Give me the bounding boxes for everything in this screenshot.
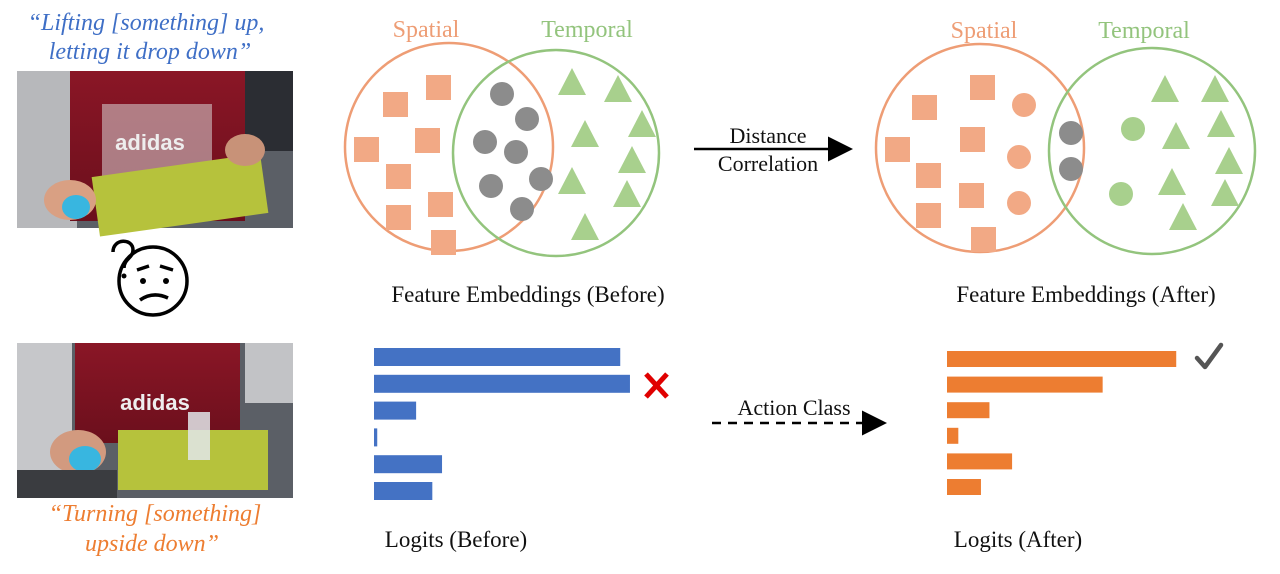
temporal-circle-after [1047,46,1257,256]
confused-face-icon [111,239,189,317]
logit-after-bar-5 [947,453,1013,470]
venn-after: Spatial Temporal [874,18,1257,307]
spatial-label-before: Spatial [393,17,460,43]
logits-before-caption: Logits (Before) [385,527,527,552]
top-caption-line-2: letting it drop down” [49,39,251,65]
check-icon [1194,342,1224,370]
temporal-label-after: Temporal [1098,18,1190,44]
logit-before-bar-2 [374,374,630,393]
temporal-circle-before [451,48,661,258]
feature-embeddings-after-caption: Feature Embeddings (After) [956,282,1215,307]
top-video-frame: adidas [17,71,293,237]
logit-after-bar-6 [947,479,981,495]
logits-after-chart [947,351,1177,495]
logit-before-bar-4 [374,428,378,447]
spatial-shapes-after [885,75,1036,252]
action-class-label: Action Class [737,395,850,420]
bottom-caption-line-1: “Turning [something] [49,501,262,527]
temporal-shapes-after [1109,75,1243,230]
logit-after-bar-1 [947,351,1177,367]
bottom-video-frame: adidas [17,343,293,498]
logit-after-bar-3 [947,402,990,419]
logit-after-bar-2 [947,376,1103,393]
logit-before-bar-3 [374,401,417,420]
spatial-label-after: Spatial [951,18,1018,44]
top-caption-line-1: “Lifting [something] up, [28,10,265,36]
venn-before: Spatial Temporal [343,17,665,307]
svg-text:adidas: adidas [120,390,190,415]
gray-dots-after [1059,121,1083,181]
distance-label: Distance [730,123,807,148]
logit-before-bar-5 [374,455,443,474]
cross-icon [644,372,669,399]
logits-before-chart [374,348,630,500]
logits-after-caption: Logits (After) [954,527,1082,552]
temporal-triangles-before [558,68,656,240]
logit-after-bar-4 [947,427,959,444]
svg-text:adidas: adidas [115,130,185,155]
correlation-label: Correlation [718,151,818,176]
bottom-caption-line-2: upside down” [85,531,219,557]
logit-before-bar-6 [374,482,433,500]
logit-before-bar-1 [374,348,621,366]
temporal-label-before: Temporal [541,17,633,43]
gray-dots-before [473,82,553,221]
feature-embeddings-before-caption: Feature Embeddings (Before) [391,282,664,307]
spatial-squares-before [354,75,456,255]
